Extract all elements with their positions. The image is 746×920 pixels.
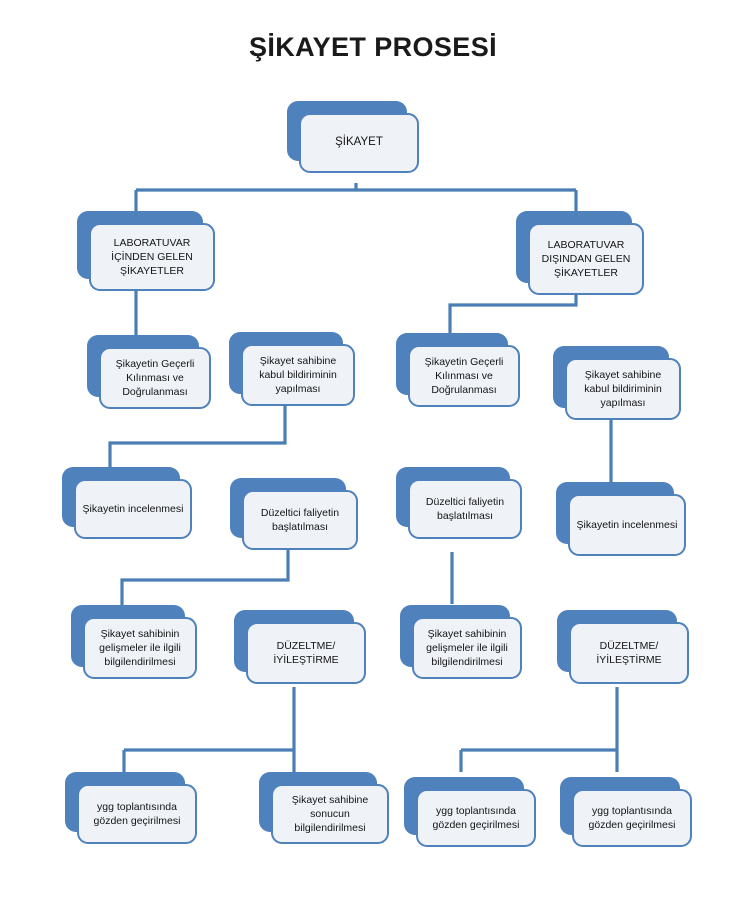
node-face: ygg toplantısında gözden geçirilmesi bbox=[416, 789, 536, 847]
node-label: ygg toplantısında gözden geçirilmesi bbox=[432, 804, 520, 831]
node-face: Şikayetin incelenmesi bbox=[74, 479, 192, 539]
node-label: Şikayetin Geçerli Kılınması ve Doğrulanm… bbox=[115, 357, 195, 399]
node-label: ŞİKAYET bbox=[335, 136, 383, 149]
node-right-validate[interactable]: Şikayetin Geçerli Kılınması ve Doğrulanm… bbox=[396, 333, 520, 407]
node-label: Şikayet sahibine sonucun bilgilendirilme… bbox=[291, 793, 369, 835]
node-left-inform-result[interactable]: Şikayet sahibine sonucun bilgilendirilme… bbox=[259, 772, 389, 844]
wire-ack-to-investigate bbox=[108, 405, 287, 468]
node-label: Düzeltici faliyetin başlatılması bbox=[425, 495, 505, 522]
node-face: DÜZELTME/İYİLEŞTİRME bbox=[246, 622, 366, 684]
node-face: LABORATUVAR DIŞINDAN GELEN ŞİKAYETLER bbox=[528, 223, 644, 295]
node-label: DÜZELTME/İYİLEŞTİRME bbox=[273, 639, 339, 666]
wire-corrective-to-inform bbox=[120, 545, 290, 606]
node-face: Şikayet sahibine sonucun bilgilendirilme… bbox=[271, 784, 389, 844]
node-label: Şikayet sahibinin gelişmeler ile ilgili … bbox=[99, 627, 181, 669]
node-label: Şikayet sahibine kabul bildiriminin yapı… bbox=[584, 368, 662, 410]
node-face: ygg toplantısında gözden geçirilmesi bbox=[77, 784, 197, 844]
node-right-corrective[interactable]: Düzeltici faliyetin başlatılması bbox=[396, 467, 522, 539]
node-label: Şikayet sahibine kabul bildiriminin yapı… bbox=[259, 354, 337, 396]
node-label: DÜZELTME/İYİLEŞTİRME bbox=[596, 639, 662, 666]
node-branch-internal[interactable]: LABORATUVAR İÇİNDEN GELEN ŞİKAYETLER bbox=[77, 211, 215, 291]
node-right-investigate[interactable]: Şikayetin incelenmesi bbox=[556, 482, 686, 556]
node-right-acknowledge[interactable]: Şikayet sahibine kabul bildiriminin yapı… bbox=[553, 346, 681, 420]
node-face: LABORATUVAR İÇİNDEN GELEN ŞİKAYETLER bbox=[89, 223, 215, 291]
node-label: Şikayet sahibinin gelişmeler ile ilgili … bbox=[426, 627, 508, 669]
node-left-review[interactable]: ygg toplantısında gözden geçirilmesi bbox=[65, 772, 197, 844]
node-left-validate[interactable]: Şikayetin Geçerli Kılınması ve Doğrulanm… bbox=[87, 335, 211, 409]
node-face: Şikayet sahibine kabul bildiriminin yapı… bbox=[241, 344, 355, 406]
node-label: ygg toplantısında gözden geçirilmesi bbox=[93, 800, 181, 827]
node-face: Şikayet sahibinin gelişmeler ile ilgili … bbox=[83, 617, 197, 679]
node-left-acknowledge[interactable]: Şikayet sahibine kabul bildiriminin yapı… bbox=[229, 332, 355, 406]
node-label: Düzeltici faliyetin başlatılması bbox=[260, 506, 340, 533]
node-face: Düzeltici faliyetin başlatılması bbox=[242, 490, 358, 550]
node-label: Şikayetin incelenmesi bbox=[576, 518, 678, 531]
node-left-inform-progress[interactable]: Şikayet sahibinin gelişmeler ile ilgili … bbox=[71, 605, 197, 679]
node-branch-external[interactable]: LABORATUVAR DIŞINDAN GELEN ŞİKAYETLER bbox=[516, 211, 644, 295]
node-label: Şikayetin incelenmesi bbox=[82, 502, 184, 515]
node-start[interactable]: ŞİKAYET bbox=[287, 101, 419, 173]
node-face: Şikayet sahibinin gelişmeler ile ilgili … bbox=[412, 617, 522, 679]
node-face: ŞİKAYET bbox=[299, 113, 419, 173]
node-face: Şikayet sahibine kabul bildiriminin yapı… bbox=[565, 358, 681, 420]
node-right-inform-progress[interactable]: Şikayet sahibinin gelişmeler ile ilgili … bbox=[400, 605, 522, 679]
page-title: ŞİKAYET PROSESİ bbox=[248, 32, 498, 62]
node-label: Şikayetin Geçerli Kılınması ve Doğrulanm… bbox=[424, 355, 504, 397]
node-face: Şikayetin Geçerli Kılınması ve Doğrulanm… bbox=[99, 347, 211, 409]
node-face: Şikayetin incelenmesi bbox=[568, 494, 686, 556]
node-left-investigate[interactable]: Şikayetin incelenmesi bbox=[62, 467, 192, 539]
node-label: LABORATUVAR DIŞINDAN GELEN ŞİKAYETLER bbox=[541, 238, 631, 280]
node-face: ygg toplantısında gözden geçirilmesi bbox=[572, 789, 692, 847]
node-left-improvement[interactable]: DÜZELTME/İYİLEŞTİRME bbox=[234, 610, 366, 684]
node-right-improvement[interactable]: DÜZELTME/İYİLEŞTİRME bbox=[557, 610, 689, 684]
node-left-corrective[interactable]: Düzeltici faliyetin başlatılması bbox=[230, 478, 358, 550]
node-right-review-a[interactable]: ygg toplantısında gözden geçirilmesi bbox=[404, 777, 536, 847]
node-face: Düzeltici faliyetin başlatılması bbox=[408, 479, 522, 539]
node-right-review-b[interactable]: ygg toplantısında gözden geçirilmesi bbox=[560, 777, 692, 847]
wire-external-to-validate-r bbox=[448, 295, 578, 334]
node-label: LABORATUVAR İÇİNDEN GELEN ŞİKAYETLER bbox=[111, 236, 193, 278]
node-label: ygg toplantısında gözden geçirilmesi bbox=[588, 804, 676, 831]
node-face: Şikayetin Geçerli Kılınması ve Doğrulanm… bbox=[408, 345, 520, 407]
node-face: DÜZELTME/İYİLEŞTİRME bbox=[569, 622, 689, 684]
